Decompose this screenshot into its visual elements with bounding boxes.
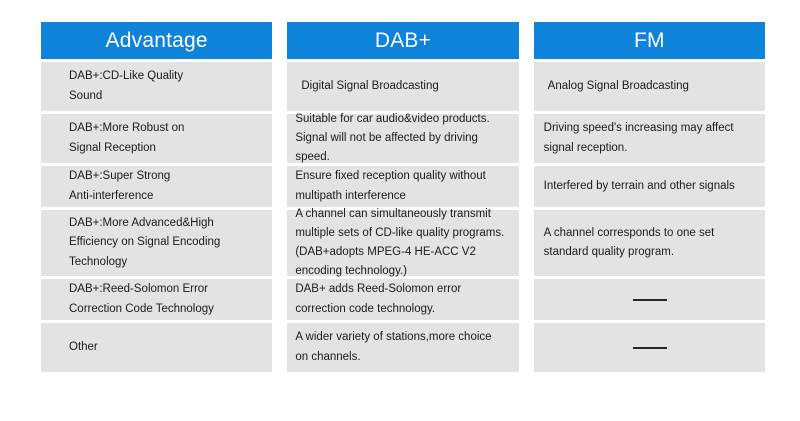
empty-dash-icon: [633, 298, 668, 301]
cell-advantage-2: DAB+:Super Strong Anti-interference: [41, 166, 273, 207]
cell-dab-plus-3: A channel can simultaneously transmit mu…: [287, 208, 519, 277]
cell-dab-plus-0: Digital Signal Broadcasting: [287, 62, 519, 111]
cell-fm-3: A channel corresponds to one set standar…: [533, 210, 765, 276]
cell-dab-plus-2: Ensure fixed reception quality without m…: [287, 166, 519, 207]
cell-dab-plus-4: DAB+ adds Reed-Solomon error correction …: [287, 279, 519, 320]
cell-advantage-5: Other: [41, 323, 273, 372]
cell-fm-5: [533, 323, 765, 372]
column-dab-plus: DAB+ Digital Signal Broadcasting Suitabl…: [287, 22, 519, 372]
empty-dash-icon: [633, 346, 668, 349]
cell-advantage-1: DAB+:More Robust on Signal Reception: [41, 114, 273, 163]
column-advantage: Advantage DAB+:CD-Like Quality Sound DAB…: [41, 22, 273, 372]
column-fm: FM Analog Signal Broadcasting Driving sp…: [533, 22, 765, 372]
cell-advantage-0: DAB+:CD-Like Quality Sound: [41, 62, 273, 111]
cell-fm-2: Interfered by terrain and other signals: [533, 166, 765, 207]
cell-dab-plus-5: A wider variety of stations,more choice …: [287, 323, 519, 372]
comparison-table: Advantage DAB+:CD-Like Quality Sound DAB…: [41, 22, 765, 372]
column-header-fm: FM: [533, 22, 765, 59]
cell-dab-plus-1: Suitable for car audio&video products. S…: [287, 113, 519, 163]
cell-advantage-4: DAB+:Reed-Solomon Error Correction Code …: [41, 279, 273, 320]
cell-fm-0: Analog Signal Broadcasting: [533, 62, 765, 111]
cell-fm-1: Driving speed's increasing may affect si…: [533, 114, 765, 163]
cell-advantage-3: DAB+:More Advanced&High Efficiency on Si…: [41, 210, 273, 276]
column-header-dab-plus: DAB+: [287, 22, 519, 59]
column-header-advantage: Advantage: [41, 22, 273, 59]
cell-fm-4: [533, 279, 765, 320]
